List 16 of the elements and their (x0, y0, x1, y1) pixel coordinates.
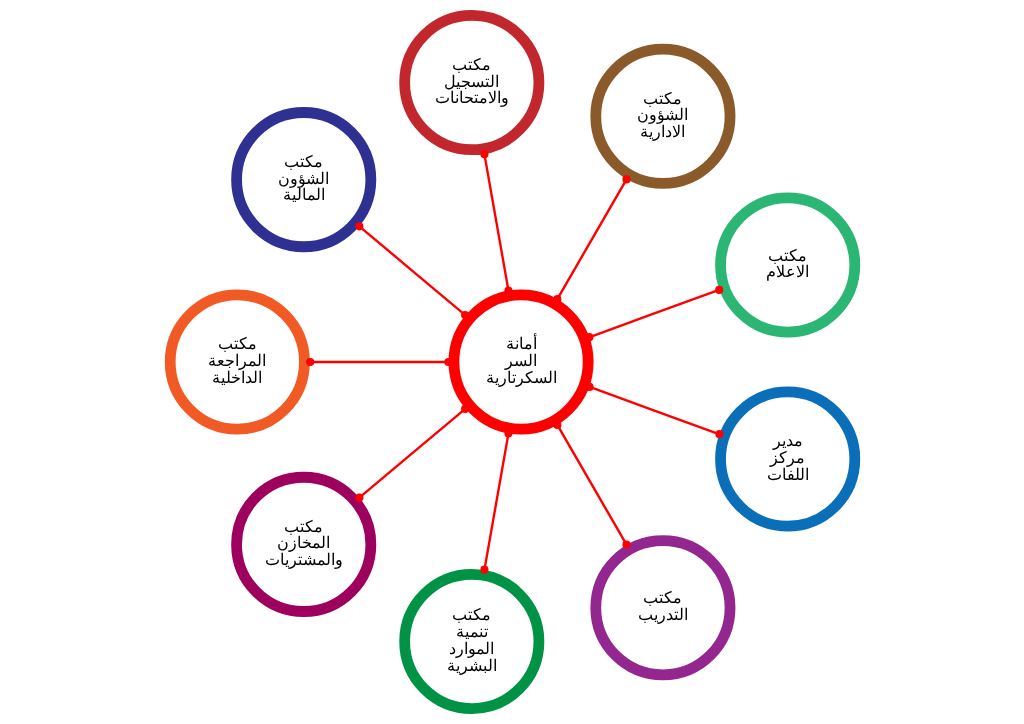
connector (479, 429, 512, 574)
node-circle: مكتب المخازن والمشتريات (230, 471, 376, 617)
node-circle: مكتب التسجيل والامتحانات (398, 10, 544, 156)
connector (354, 222, 469, 320)
node-circle: مكتب الشؤون المالية (230, 107, 376, 253)
connector (305, 357, 452, 367)
node-circle: مكتب الشؤون الادارية (589, 43, 735, 189)
node-circle: مكتب المراجعة الداخلية (164, 289, 310, 435)
connector (584, 285, 723, 342)
connector (552, 175, 631, 304)
node-circle: مكتب التدريب (589, 535, 735, 681)
connector (584, 382, 723, 439)
connector (354, 404, 469, 502)
node-circle: مكتب تنمية الموارد البشرية (398, 568, 544, 714)
connector (552, 420, 631, 549)
connector (479, 150, 512, 295)
